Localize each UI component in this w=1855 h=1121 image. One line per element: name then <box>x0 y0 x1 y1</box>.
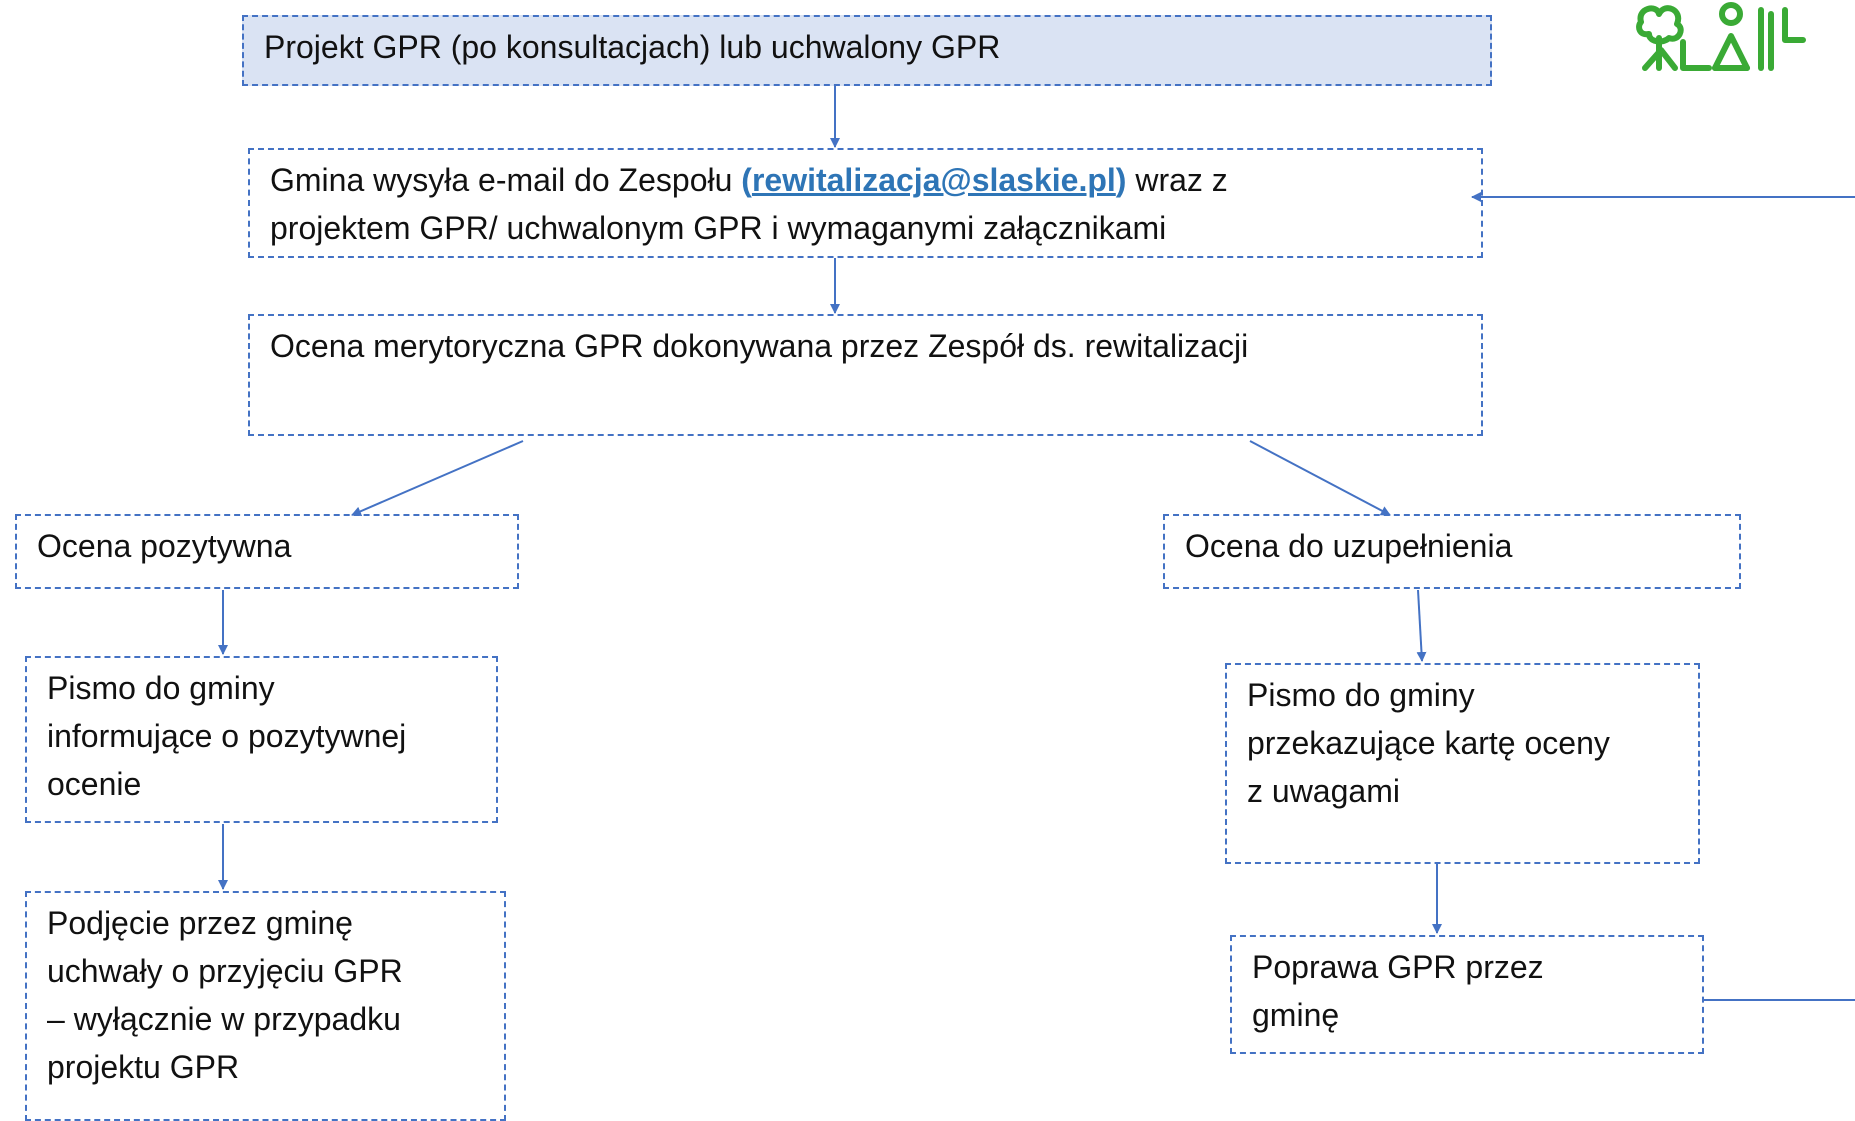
step-email-box: Gmina wysyła e-mail do Zespołu (rewitali… <box>248 148 1483 258</box>
step-assessment-label: Ocena merytoryczna GPR dokonywana przez … <box>270 328 1249 364</box>
step-correction-box: Poprawa GPR przez gminę <box>1230 935 1704 1054</box>
step-start-label: Projekt GPR (po konsultacjach) lub uchwa… <box>264 29 1001 65</box>
step-to-complete-box: Ocena do uzupełnienia <box>1163 514 1741 589</box>
step-letter-positive-box: Pismo do gminy informujące o pozytywnej … <box>25 656 498 823</box>
arrow-assessment-to-to-complete <box>1249 440 1391 516</box>
step-email-text-after: wraz z <box>1126 162 1228 198</box>
people-tree-logo <box>1636 2 1806 71</box>
arrow-assessment-to-positive <box>351 440 524 517</box>
email-link-address[interactable]: rewitalizacja@slaskie.pl <box>751 162 1116 198</box>
step-resolution-box: Podjęcie przez gminę uchwały o przyjęciu… <box>25 891 506 1121</box>
step-correction-line: Poprawa GPR przez <box>1252 949 1544 985</box>
step-resolution-line: projektu GPR <box>47 1049 240 1085</box>
step-letter-positive-line: informujące o pozytywnej <box>47 718 407 754</box>
arrow-to-complete-to-letter-remarks <box>1416 589 1427 662</box>
step-email-text-before: Gmina wysyła e-mail do Zespołu <box>270 162 742 198</box>
step-email-line-2: projektem GPR/ uchwalonym GPR i wymagany… <box>270 210 1167 246</box>
step-letter-remarks-box: Pismo do gminy przekazujące kartę oceny … <box>1225 663 1700 864</box>
step-letter-remarks-line: Pismo do gminy <box>1247 677 1475 713</box>
step-letter-positive-line: Pismo do gminy <box>47 670 275 706</box>
step-assessment-box: Ocena merytoryczna GPR dokonywana przez … <box>248 314 1483 436</box>
step-correction-line: gminę <box>1252 997 1340 1033</box>
step-resolution-line: – wyłącznie w przypadku <box>47 1001 401 1037</box>
step-email-line-1: Gmina wysyła e-mail do Zespołu (rewitali… <box>270 156 1481 204</box>
step-resolution-line: Podjęcie przez gminę <box>47 905 353 941</box>
step-start-box: Projekt GPR (po konsultacjach) lub uchwa… <box>242 15 1492 86</box>
step-letter-remarks-line: przekazujące kartę oceny <box>1247 725 1610 761</box>
step-letter-positive-line: ocenie <box>47 766 142 802</box>
step-to-complete-label: Ocena do uzupełnienia <box>1185 528 1513 564</box>
step-letter-remarks-line: z uwagami <box>1247 773 1400 809</box>
email-link[interactable]: (rewitalizacja@slaskie.pl) <box>741 162 1127 198</box>
step-positive-label: Ocena pozytywna <box>37 528 292 564</box>
step-positive-box: Ocena pozytywna <box>15 514 519 589</box>
step-resolution-line: uchwały o przyjęciu GPR <box>47 953 403 989</box>
